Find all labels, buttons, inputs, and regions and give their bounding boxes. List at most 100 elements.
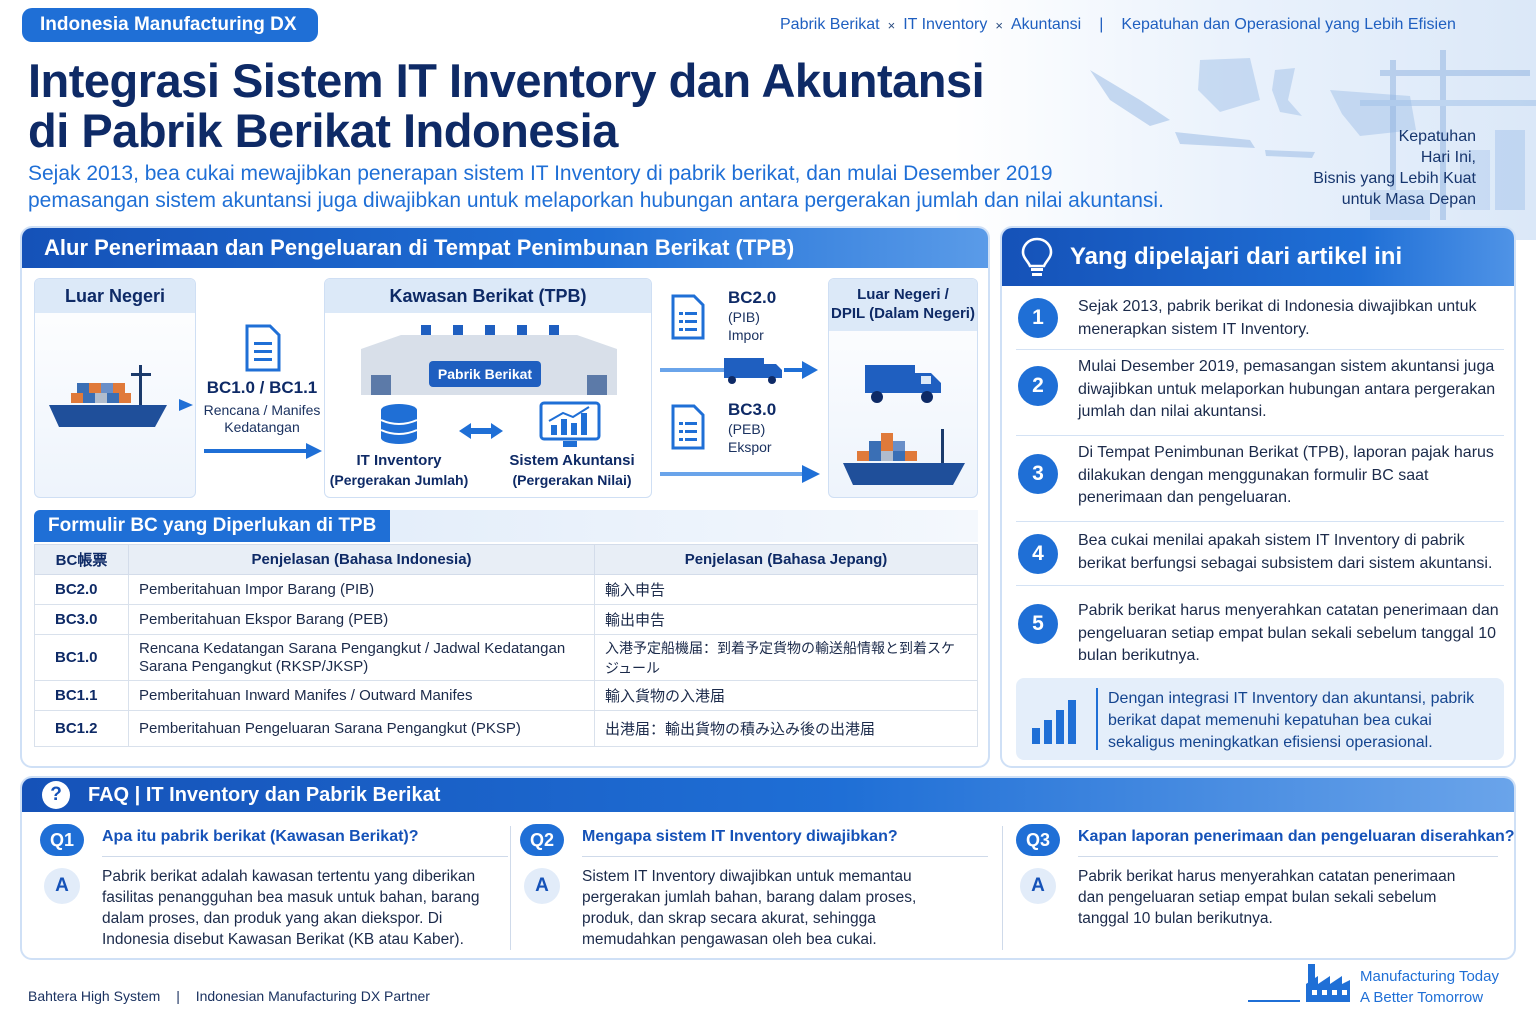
learning-item-text: Mulai Desember 2019, pemasangan sistem a…	[1078, 358, 1496, 420]
lightbulb-icon	[1021, 237, 1053, 276]
top-nav-item-it-inventory[interactable]: IT Inventory	[903, 16, 988, 33]
learning-panel-header: Yang dipelajari dari artikel ini	[1002, 228, 1514, 286]
top-nav-item-pabrik-berikat[interactable]: Pabrik Berikat	[780, 16, 880, 33]
table-row: BC2.0 Pemberitahuan Impor Barang (PIB) 輸…	[34, 574, 978, 605]
learning-item: 2 Mulai Desember 2019, pemasangan sistem…	[1016, 350, 1504, 436]
table-cell-code: BC3.0	[34, 604, 129, 635]
arrow-right-icon	[204, 443, 322, 459]
table-header-cell: Penjelasan (Bahasa Jepang)	[594, 544, 978, 575]
summary-divider	[1096, 688, 1098, 750]
learning-item-number: 4	[1018, 534, 1058, 574]
footer-company-name: Bahtera High System	[28, 988, 161, 1004]
faq-divider	[102, 856, 508, 857]
faq-answer: Pabrik berikat harus menyerahkan catatan…	[1078, 868, 1456, 927]
faq-answer-badge: A	[1020, 868, 1056, 904]
faq-title: FAQ | IT Inventory dan Pabrik Berikat	[88, 784, 441, 806]
page-title-line-2: di Pabrik Berikat Indonesia	[28, 104, 618, 157]
learning-summary: Dengan integrasi IT Inventory dan akunta…	[1016, 678, 1504, 760]
table-header-cell: BC帳票	[34, 544, 129, 575]
table-row: BC1.1 Pemberitahuan Inward Manifes / Out…	[34, 680, 978, 711]
table-row: BC3.0 Pemberitahuan Ekspor Barang (PEB) …	[34, 604, 978, 635]
faq-item: Q2 Mengapa sistem IT Inventory diwajibka…	[520, 820, 990, 954]
flow-panel: Alur Penerimaan dan Pengeluaran di Tempa…	[20, 226, 990, 768]
bc30-doc: (PEB)	[728, 421, 766, 437]
table-row: BC1.2 Pemberitahuan Pengeluaran Sarana P…	[34, 710, 978, 747]
subtitle-line-1: Sejak 2013, bea cukai mewajibkan penerap…	[28, 162, 1053, 185]
footer-company: Bahtera High System | Indonesian Manufac…	[28, 988, 430, 1004]
accounting-subtitle: (Pergerakan Nilai)	[512, 472, 632, 488]
table-cell-indonesian: Pemberitahuan Ekspor Barang (PEB)	[128, 604, 595, 635]
learning-item-number: 1	[1018, 298, 1058, 338]
accounting-label: Sistem Akuntansi (Pergerakan Nilai)	[493, 451, 651, 490]
bc-in-description: Rencana / Manifes Kedatangan	[198, 402, 326, 436]
faq-divider	[1078, 856, 1498, 857]
faq-question[interactable]: Apa itu pabrik berikat (Kawasan Berikat)…	[102, 828, 419, 845]
summary-text: Dengan integrasi IT Inventory dan akunta…	[1108, 690, 1475, 751]
top-nav-divider: |	[1099, 16, 1104, 33]
port-crane-illustration	[1360, 50, 1536, 220]
bc20-doc: (PIB)	[728, 309, 760, 325]
category-badge: Indonesia Manufacturing DX	[22, 8, 318, 42]
bc30-code: BC3.0	[728, 400, 777, 419]
learning-item-number: 2	[1018, 366, 1058, 406]
faq-answer: Sistem IT Inventory diwajibkan untuk mem…	[582, 868, 917, 948]
table-cell-japanese: 入港予定船機届：到着予定貨物の輸送船情報と到着スケジュール	[594, 634, 978, 681]
faq-question-badge: Q1	[40, 824, 84, 856]
learning-item-number: 5	[1018, 604, 1058, 644]
table-cell-code: BC1.2	[34, 710, 129, 747]
top-nav-item-akuntansi[interactable]: Akuntansi	[1010, 16, 1082, 33]
document-icon	[671, 294, 705, 340]
table-cell-indonesian: Rencana Kedatangan Sarana Pengangkut / J…	[128, 634, 595, 681]
it-inventory-subtitle: (Pergerakan Jumlah)	[329, 472, 469, 488]
footer-accent-line	[1248, 1000, 1300, 1002]
learning-item: 5 Pabrik berikat harus menyerahkan catat…	[1016, 586, 1504, 672]
slogan-line: Kepatuhan	[1398, 128, 1476, 145]
faq-question[interactable]: Kapan laporan penerimaan dan pengeluaran…	[1078, 828, 1515, 845]
table-cell-indonesian: Pemberitahuan Pengeluaran Sarana Pengang…	[128, 710, 595, 747]
table-cell-japanese: 輸入申告	[594, 574, 978, 605]
cargo-ship-icon	[843, 429, 965, 485]
faq-item: Q1 Apa itu pabrik berikat (Kawasan Berik…	[40, 820, 510, 954]
bc20-label: BC2.0 (PIB) Impor	[728, 288, 828, 344]
footer-company-role: Indonesian Manufacturing DX Partner	[195, 988, 430, 1004]
page-title-line-1: Integrasi Sistem IT Inventory dan Akunta…	[28, 54, 985, 107]
learning-item-number: 3	[1018, 454, 1058, 494]
faq-answer-badge: A	[44, 868, 80, 904]
destination-box: Luar Negeri / DPIL (Dalam Negeri)	[828, 278, 978, 498]
learning-item: 1 Sejak 2013, pabrik berikat di Indonesi…	[1016, 288, 1504, 350]
table-title: Formulir BC yang Diperlukan di TPB	[34, 510, 390, 542]
bar-chart-icon	[1032, 700, 1076, 744]
import-truck-arrow	[660, 358, 818, 384]
table-cell-code: BC2.0	[34, 574, 129, 605]
slogan-line: untuk Masa Depan	[1341, 191, 1476, 208]
bc20-type: Impor	[728, 327, 764, 343]
destination-header: Luar Negeri / DPIL (Dalam Negeri)	[829, 279, 977, 331]
chart-monitor-icon	[539, 401, 601, 447]
factory-label: Pabrik Berikat	[429, 361, 541, 387]
learning-item-text: Bea cukai menilai apakah sistem IT Inven…	[1078, 532, 1493, 572]
slogan-line: Bisnis yang Lebih Kuat	[1313, 170, 1476, 187]
footer-tagline-line: A Better Tomorrow	[1360, 989, 1484, 1006]
faq-question-badge: Q2	[520, 824, 564, 856]
faq-column-separator	[510, 826, 511, 950]
top-nav: Pabrik Berikat × IT Inventory × Akuntans…	[780, 14, 1480, 36]
faq-question[interactable]: Mengapa sistem IT Inventory diwajibkan?	[582, 828, 898, 845]
faq-question-badge: Q3	[1016, 824, 1060, 856]
learning-item: 3 Di Tempat Penimbunan Berikat (TPB), la…	[1016, 436, 1504, 522]
question-icon: ?	[42, 781, 70, 809]
destination-title-line: DPIL (Dalam Negeri)	[831, 305, 975, 322]
it-inventory-title: IT Inventory	[356, 452, 442, 469]
accounting-title: Sistem Akuntansi	[509, 452, 635, 469]
table-header-row: BC帳票 Penjelasan (Bahasa Indonesia) Penje…	[34, 544, 978, 575]
top-nav-separator: ×	[887, 17, 896, 33]
table-cell-japanese: 出港届：輸出貨物の積み込み後の出港届	[594, 710, 978, 747]
tpb-title: Kawasan Berikat (TPB)	[325, 279, 651, 313]
database-icon	[380, 404, 418, 444]
table-header-cell: Penjelasan (Bahasa Indonesia)	[128, 544, 595, 575]
bc-in-desc-line: Rencana / Manifes	[203, 402, 321, 418]
faq-answer: Pabrik berikat adalah kawasan tertentu y…	[102, 868, 480, 948]
factory-icon	[1306, 964, 1350, 1002]
table-cell-japanese: 輸入貨物の入港届	[594, 680, 978, 711]
faq-item: Q3 Kapan laporan penerimaan dan pengelua…	[1016, 820, 1515, 954]
table-cell-indonesian: Pemberitahuan Inward Manifes / Outward M…	[128, 680, 595, 711]
